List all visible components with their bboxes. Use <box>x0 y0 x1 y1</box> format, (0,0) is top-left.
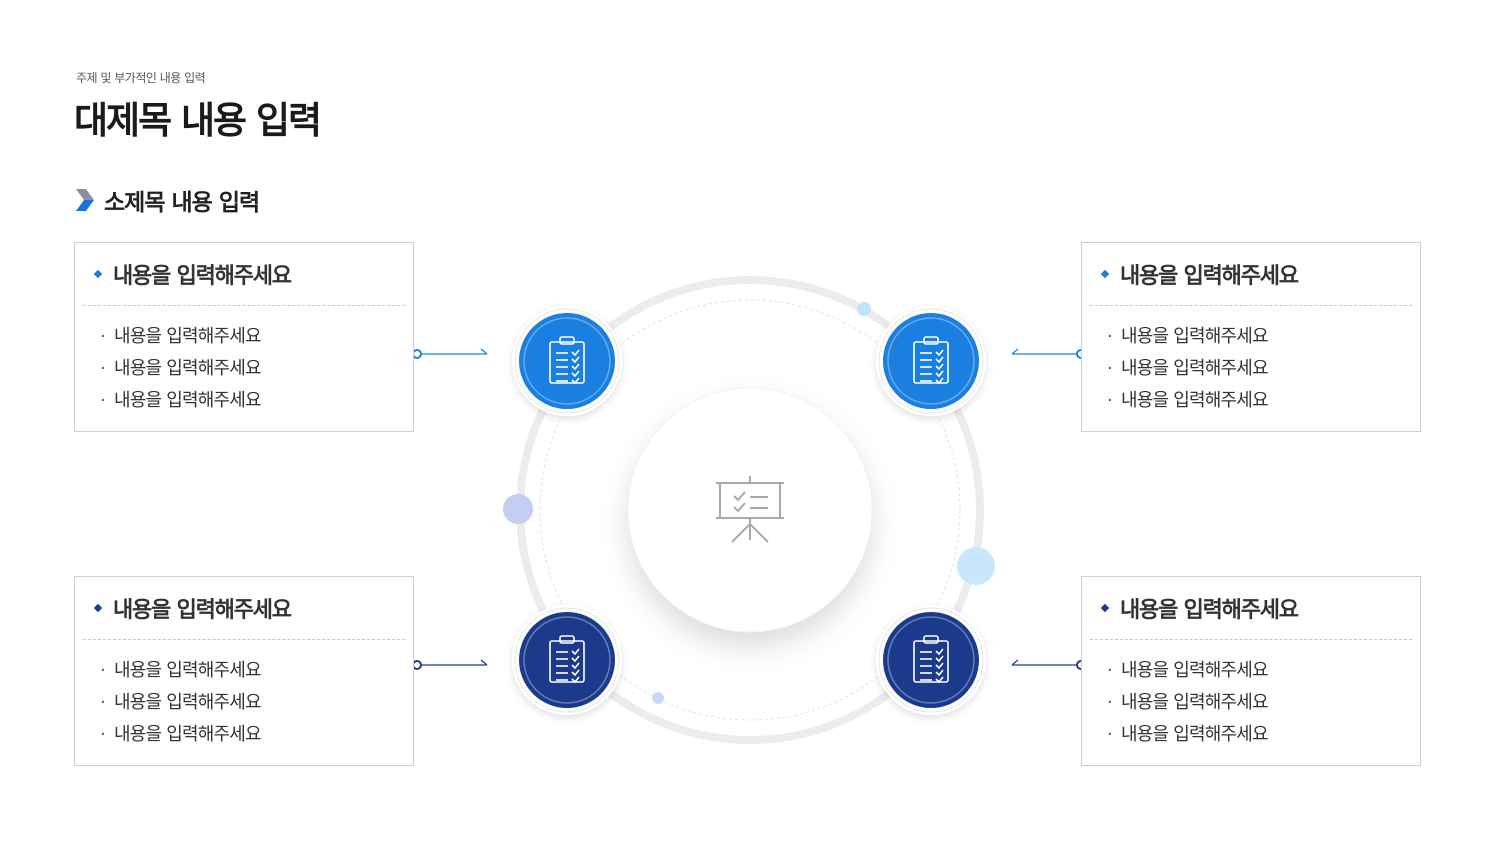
content-card-bottom-left: 내용을 입력해주세요 ·내용을 입력해주세요 ·내용을 입력해주세요 ·내용을 … <box>74 576 414 766</box>
node-top-right <box>876 306 986 416</box>
inner-dashed-ring <box>539 299 961 721</box>
list-item: ·내용을 입력해주세요 <box>1107 692 1269 713</box>
card-title: 내용을 입력해주세요 <box>113 598 292 623</box>
deco-dot <box>857 302 871 316</box>
clipboard-checklist-icon <box>549 336 585 385</box>
list-item: ·내용을 입력해주세요 <box>1107 660 1269 681</box>
card-title: 내용을 입력해주세요 <box>1120 598 1299 623</box>
connector-top-right <box>1011 348 1086 359</box>
node-top-left <box>512 306 622 416</box>
list-item: ·내용을 입력해주세요 <box>1107 390 1269 411</box>
connector-bottom-right <box>1011 659 1086 670</box>
card-divider <box>1090 639 1412 640</box>
diamond-bullet-icon <box>93 603 103 613</box>
node-bottom-right <box>876 605 986 715</box>
deco-dot <box>503 494 533 524</box>
diamond-bullet-icon <box>93 269 103 279</box>
presentation-board-icon <box>716 476 784 543</box>
card-divider <box>83 639 405 640</box>
list-item: ·내용을 입력해주세요 <box>100 326 262 347</box>
list-item: ·내용을 입력해주세요 <box>1107 326 1269 347</box>
section-heading: 소제목 내용 입력 <box>74 183 260 217</box>
clipboard-checklist-icon <box>913 635 949 684</box>
card-title: 내용을 입력해주세요 <box>113 264 292 289</box>
chevron-right-icon <box>76 189 94 211</box>
clipboard-checklist-icon <box>913 336 949 385</box>
clipboard-checklist-icon <box>549 635 585 684</box>
section-title: 소제목 내용 입력 <box>104 190 260 216</box>
content-card-top-left: 내용을 입력해주세요 ·내용을 입력해주세요 ·내용을 입력해주세요 ·내용을 … <box>74 242 414 432</box>
center-disc <box>628 388 872 632</box>
node-bottom-left <box>512 605 622 715</box>
card-divider <box>83 305 405 306</box>
list-item: ·내용을 입력해주세요 <box>100 724 262 745</box>
content-card-top-right: 내용을 입력해주세요 ·내용을 입력해주세요 ·내용을 입력해주세요 ·내용을 … <box>1081 242 1421 432</box>
list-item: ·내용을 입력해주세요 <box>1107 358 1269 379</box>
list-item: ·내용을 입력해주세요 <box>100 390 262 411</box>
list-item: ·내용을 입력해주세요 <box>100 692 262 713</box>
diamond-bullet-icon <box>1100 603 1110 613</box>
connector-bottom-left <box>412 659 488 670</box>
diamond-bullet-icon <box>1100 269 1110 279</box>
connector-top-left <box>412 348 488 359</box>
list-item: ·내용을 입력해주세요 <box>100 660 262 681</box>
card-divider <box>1090 305 1412 306</box>
deco-dot <box>652 692 664 704</box>
list-item: ·내용을 입력해주세요 <box>1107 724 1269 745</box>
card-title: 내용을 입력해주세요 <box>1120 264 1299 289</box>
content-card-bottom-right: 내용을 입력해주세요 ·내용을 입력해주세요 ·내용을 입력해주세요 ·내용을 … <box>1081 576 1421 766</box>
subtitle: 주제 및 부가적인 내용 입력 <box>76 71 206 85</box>
list-item: ·내용을 입력해주세요 <box>100 358 262 379</box>
page-title: 대제목 내용 입력 <box>74 99 322 142</box>
deco-dot <box>957 547 995 585</box>
